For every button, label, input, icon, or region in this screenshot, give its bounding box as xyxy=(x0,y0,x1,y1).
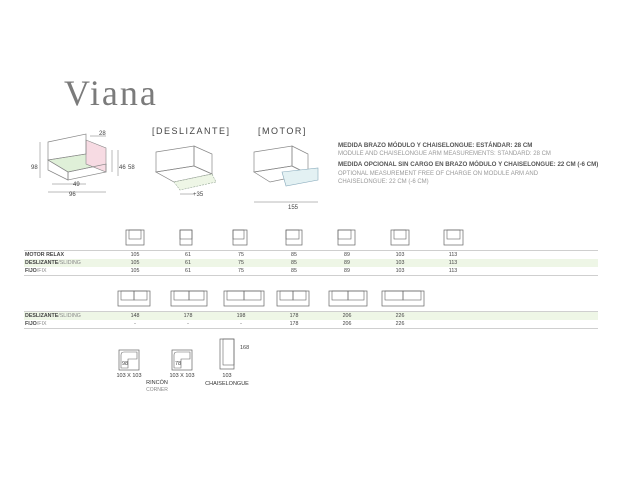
module-icon-3 xyxy=(232,229,248,246)
cell: 178 xyxy=(289,321,299,327)
cell: 198 xyxy=(236,313,246,319)
row-label: FIJO/FIX xyxy=(25,268,47,274)
product-title: Viana xyxy=(64,73,158,113)
row-label: MOTOR RELAX xyxy=(25,252,65,258)
arm-standard-en: MODULE AND CHAISELONGUE ARM MEASUREMENTS… xyxy=(338,151,551,157)
module-icon-1 xyxy=(125,229,145,246)
chaise-depth: 168 xyxy=(240,345,250,351)
cell: 61 xyxy=(185,268,191,274)
module-icon-5 xyxy=(337,229,356,246)
table2-row-fix: FIJO/FIX - - - 178 206 226 xyxy=(24,320,598,328)
module-icon-6 xyxy=(390,229,410,246)
corner-size-1: 103 X 103 xyxy=(116,373,142,379)
main-module-drawing xyxy=(39,133,119,193)
corner-inner-98: 98 xyxy=(122,361,129,367)
cell: 178 xyxy=(289,313,299,319)
dim-58: 58 xyxy=(128,165,135,171)
cell: 226 xyxy=(395,321,405,327)
cell: 75 xyxy=(238,268,244,274)
cell: 85 xyxy=(291,260,297,266)
table2-row-sliding: DESLIZANTE/SLIDING 148 178 198 178 206 2… xyxy=(24,312,598,320)
cell: 113 xyxy=(448,260,458,266)
chaiselongue-icon xyxy=(219,338,235,370)
cell: 103 xyxy=(395,252,405,258)
chaise-width: 103 xyxy=(222,373,232,379)
module-icon-2seat-c xyxy=(223,290,265,307)
cell: - xyxy=(240,321,242,327)
corner-label-en: CORNER xyxy=(146,387,168,393)
row-label: DESLIZANTE/SLIDING xyxy=(25,260,81,266)
table1-top-rule xyxy=(24,250,598,251)
cell: 226 xyxy=(395,313,405,319)
arm-optional-es: MEDIDA OPCIONAL SIN CARGO EN BRAZO MÓDUL… xyxy=(338,161,599,168)
tag-sliding: [DESLIZANTE] xyxy=(152,126,231,136)
table1-row-sliding: DESLIZANTE/SLIDING 105 61 75 85 89 103 1… xyxy=(24,259,598,267)
dim-155: 155 xyxy=(288,205,299,211)
tag-motor: [MOTOR] xyxy=(258,126,307,136)
module-icon-2seat-e xyxy=(328,290,368,307)
module-icon-4 xyxy=(285,229,303,246)
cell: 113 xyxy=(448,268,458,274)
cell: 105 xyxy=(130,252,140,258)
rincon-module-icon xyxy=(171,349,193,371)
corner-inner-78: 78 xyxy=(175,361,182,367)
table1-bottom-rule xyxy=(24,275,598,276)
cell: 61 xyxy=(185,260,191,266)
cell: 113 xyxy=(448,252,458,258)
cell: 85 xyxy=(291,252,297,258)
dim-46: 46 xyxy=(119,165,126,171)
dim-96: 96 xyxy=(69,192,76,198)
cell: 206 xyxy=(342,321,352,327)
rincon-label: RINCÓN xyxy=(146,380,168,386)
module-icon-2 xyxy=(179,229,193,246)
cell: 103 xyxy=(395,268,405,274)
dim-98: 98 xyxy=(31,165,38,171)
chaise-label: CHAISELONGUE xyxy=(205,381,249,387)
table2-bottom-rule xyxy=(24,328,598,329)
cell: 89 xyxy=(344,268,350,274)
cell: 75 xyxy=(238,252,244,258)
cell: 178 xyxy=(183,313,193,319)
cell: 105 xyxy=(130,268,140,274)
module-icon-2seat-b xyxy=(170,290,208,307)
cell: 148 xyxy=(130,313,140,319)
table1-row-fix: FIJO/FIX 105 61 75 85 89 103 113 xyxy=(24,267,598,275)
cell: 75 xyxy=(238,260,244,266)
cell: 103 xyxy=(395,260,405,266)
module-icon-2seat-d xyxy=(276,290,310,307)
cell: - xyxy=(134,321,136,327)
cell: 105 xyxy=(130,260,140,266)
cell: - xyxy=(187,321,189,327)
corner-size-2: 103 X 103 xyxy=(169,373,195,379)
cell: 85 xyxy=(291,268,297,274)
cell: 206 xyxy=(342,313,352,319)
arm-optional-en: OPTIONAL MEASUREMENT FREE OF CHARGE ON M… xyxy=(338,171,539,185)
module-icon-2seat xyxy=(117,290,151,307)
table1-row-motor: MOTOR RELAX 105 61 75 85 89 103 113 xyxy=(24,251,598,259)
cell: 89 xyxy=(344,252,350,258)
row-label: DESLIZANTE/SLIDING xyxy=(25,313,81,319)
cell: 89 xyxy=(344,260,350,266)
cell: 61 xyxy=(185,252,191,258)
sliding-module-drawing xyxy=(154,145,217,195)
motor-module-drawing xyxy=(253,145,319,203)
arm-standard-es: MEDIDA BRAZO MÓDULO Y CHAISELONGUE: ESTÁ… xyxy=(338,142,533,149)
dim-28: 28 xyxy=(99,131,106,137)
module-icon-2seat-f xyxy=(381,290,425,307)
dim-49: 49 xyxy=(73,182,80,188)
table2-top-rule xyxy=(24,311,598,312)
dim-plus35: +35 xyxy=(193,192,204,198)
module-icon-7 xyxy=(443,229,464,246)
row-label: FIJO/FIX xyxy=(25,321,47,327)
corner-module-icon xyxy=(118,349,140,371)
